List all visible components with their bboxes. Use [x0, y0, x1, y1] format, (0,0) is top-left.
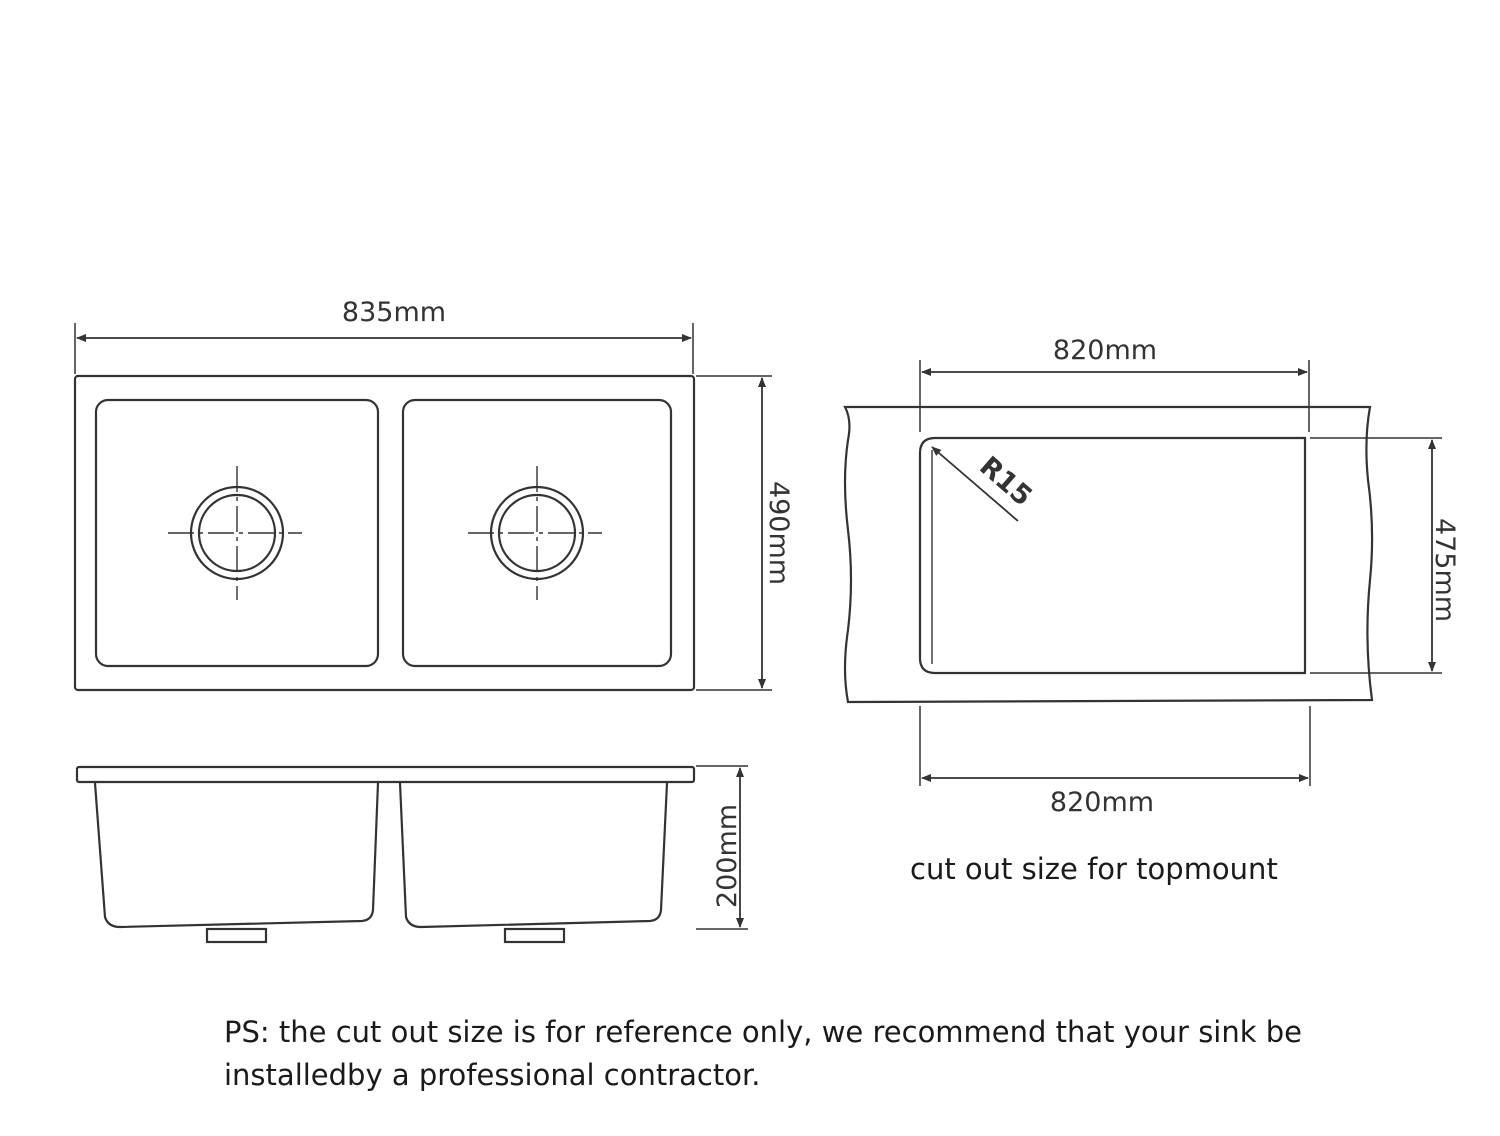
right-drain-stub: [503, 927, 566, 944]
right-bowl: [401, 398, 673, 668]
cutout-caption: cut out size for topmount: [910, 852, 1278, 886]
cutout-view: [843, 360, 1442, 786]
radius-leader: [931, 446, 1019, 522]
top-view: [73, 323, 772, 692]
left-bowl-side: [93, 782, 380, 929]
right-bowl-side: [398, 782, 669, 929]
left-bowl: [94, 398, 380, 668]
top-view-width-label: 835mm: [342, 297, 446, 328]
left-drain: [168, 466, 302, 600]
countertop-outline: [843, 405, 1374, 704]
sink-outer-rim: [73, 374, 696, 692]
sink-side-rim: [75, 765, 696, 784]
cutout-height-label: 475mm: [1429, 518, 1460, 622]
installation-note-line-2: installedby a professional contractor.: [224, 1058, 761, 1092]
cutout-radius-label: R15: [973, 451, 1037, 513]
installation-note: PS: the cut out size is for reference on…: [224, 1011, 1344, 1097]
side-view-depth-label: 200mm: [712, 804, 743, 908]
installation-note-line-1: PS: the cut out size is for reference on…: [224, 1015, 1302, 1049]
left-drain-stub: [205, 927, 268, 944]
side-view: [75, 765, 748, 944]
top-view-height-label: 490mm: [763, 481, 794, 585]
cutout-bottom-width-label: 820mm: [1050, 787, 1154, 818]
cutout-top-width-label: 820mm: [1053, 335, 1157, 366]
cutout-rect: [918, 436, 1307, 675]
right-drain: [468, 466, 602, 600]
